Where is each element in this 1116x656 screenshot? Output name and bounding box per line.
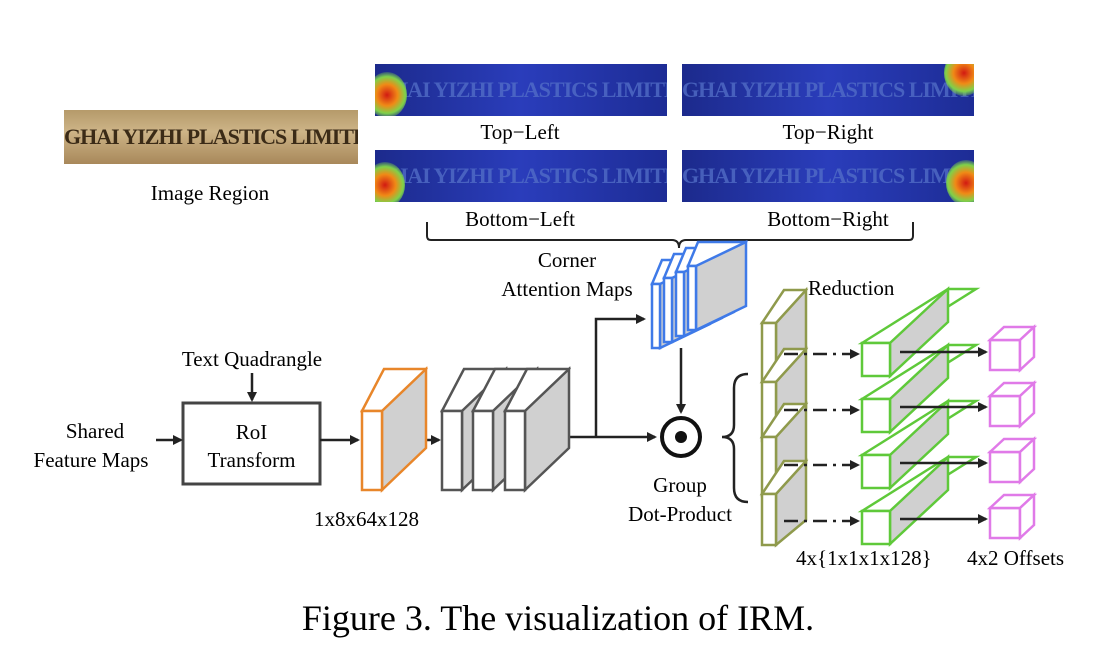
green-block — [857, 342, 981, 435]
green-block — [857, 286, 981, 379]
text-quadrangle-label: Text Quadrangle — [181, 347, 323, 371]
label-bottom-left: Bottom−Left — [465, 207, 575, 231]
label-bottom-right: Bottom−Right — [767, 207, 889, 231]
conv-block-3 — [502, 366, 572, 493]
attention-map — [686, 240, 748, 332]
shared-feature-label-1: Shared — [65, 419, 125, 443]
heatmap-bottom-right: GHAI YIZHI PLASTICS LIMITED COM — [682, 150, 974, 202]
offset-cube — [986, 324, 1038, 373]
attention-map-stack — [650, 240, 748, 350]
feature-block-orange — [359, 366, 429, 493]
roi-label-1: RoI — [235, 420, 268, 444]
split-brace — [721, 372, 749, 504]
label-top-left: Top−Left — [480, 120, 560, 144]
arrow-to-attention — [594, 314, 646, 437]
green-block — [857, 454, 981, 547]
roi-label-2: Transform — [207, 448, 296, 472]
roi-transform-box — [181, 401, 322, 486]
corner-attention-label-2: Attention Maps — [501, 277, 633, 301]
image-region-text: GHAI YIZHI PLASTICS LIMITED COM — [64, 124, 358, 149]
shape-1x8-label: 1x8x64x128 — [314, 507, 419, 531]
shared-feature-label-2: Feature Maps — [33, 448, 149, 472]
image-region-photo: GHAI YIZHI PLASTICS LIMITED COM — [64, 110, 358, 164]
group-label-2: Dot-Product — [628, 502, 732, 526]
reduction-label: Reduction — [808, 276, 895, 300]
figure-caption: Figure 3. The visualization of IRM. — [301, 598, 815, 638]
top-brace — [426, 222, 914, 249]
label-top-right: Top−Right — [782, 120, 874, 144]
heatmap-top-left: GHAI YIZHI PLASTICS LIMITED COM — [375, 64, 667, 116]
hotspot — [946, 160, 974, 202]
corner-attention-label-1: Corner — [537, 248, 597, 272]
offsets-label: 4x2 Offsets — [967, 546, 1065, 570]
olive-block — [759, 457, 809, 548]
offset-cube — [986, 436, 1038, 485]
group-label-1: Group — [653, 473, 707, 497]
green-block — [857, 398, 981, 491]
image-region-label: Image Region — [150, 181, 270, 205]
hotspot — [375, 72, 407, 116]
heatmap-bottom-left: GHAI YIZHI PLASTICS LIMITED COM — [375, 150, 667, 202]
offset-cube — [986, 380, 1038, 429]
dot-product-operator — [660, 416, 702, 458]
shape-4x-label: 4x{1x1x1x128} — [796, 546, 932, 570]
heatmap-top-right: GHAI YIZHI PLASTICS LIMITED COM — [682, 64, 974, 116]
offset-cube — [986, 492, 1038, 541]
